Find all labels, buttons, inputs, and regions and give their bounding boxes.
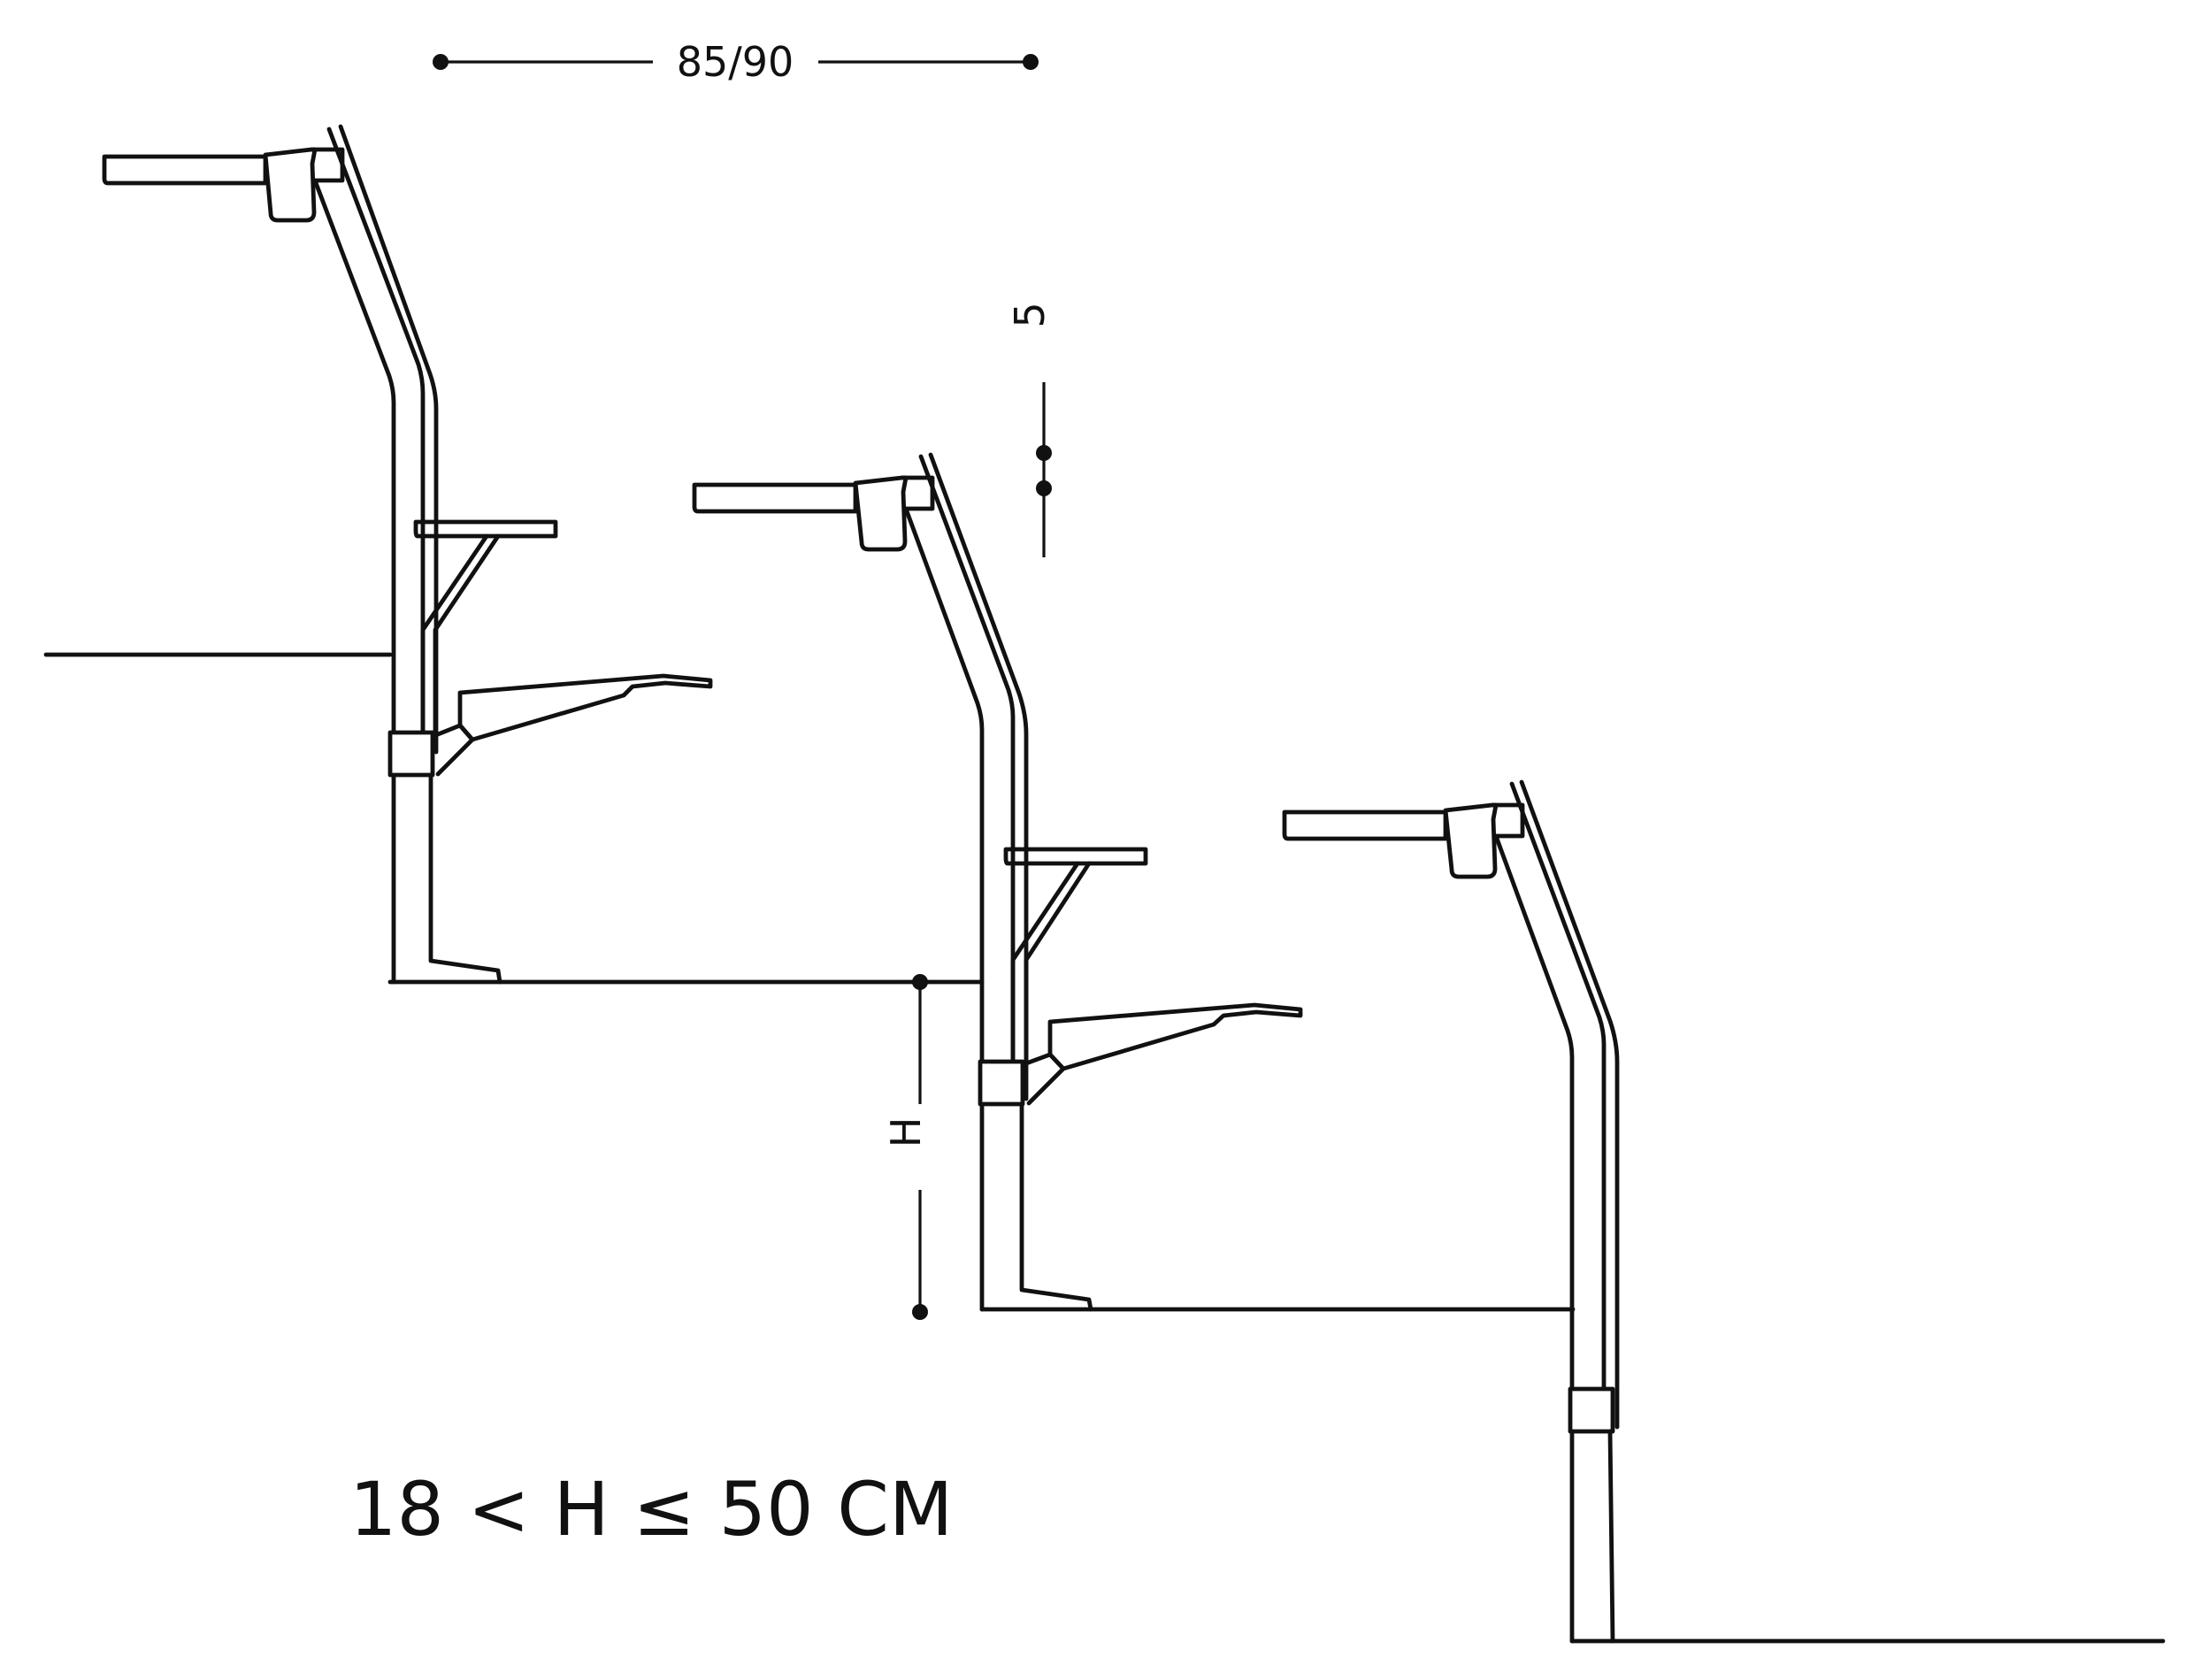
riser-endpoint-bottom <box>912 1304 928 1320</box>
dimension-endpoint-left <box>433 54 449 70</box>
headrest-bar <box>692 482 858 514</box>
riser-height-label: H <box>882 1117 930 1148</box>
vertical-offset-label: 5 <box>1006 302 1054 327</box>
backrest-inner-frame <box>326 127 426 746</box>
row-depth-label: 85/90 <box>677 38 794 86</box>
backrest-frame <box>1519 779 1620 1430</box>
riser-height-formula: 18 < H ≤ 50 CM <box>349 1466 953 1553</box>
frame-base-block <box>387 730 435 778</box>
frame-base-block <box>1568 1386 1615 1434</box>
headrest-cap <box>1490 802 1525 839</box>
riser-height-dimension: H <box>882 974 930 1320</box>
headrest-clamp <box>1443 802 1499 879</box>
frame-upright <box>903 506 985 1312</box>
armrest-strut-inner <box>433 533 501 737</box>
seat-pan <box>457 673 713 742</box>
backrest-frame <box>928 452 1029 1101</box>
offset-endpoint-bottom <box>1036 480 1052 496</box>
dimension-endpoint-right <box>1023 54 1039 70</box>
seat-row-2 <box>692 452 1303 1312</box>
step-foot <box>1607 1429 1615 1644</box>
armrest-top <box>413 519 558 539</box>
seat-row-3 <box>1282 779 1620 1644</box>
frame-upright <box>1493 833 1575 1644</box>
step-foot <box>1019 1101 1093 1312</box>
headrest-clamp <box>853 475 909 552</box>
step-foot <box>428 772 502 985</box>
armrest-strut <box>1010 861 1080 1066</box>
headrest-cap <box>900 475 935 511</box>
headrest-bar <box>1282 809 1448 841</box>
headrest-clamp <box>263 147 318 223</box>
vertical-offset-dimension: 5 <box>1006 302 1054 557</box>
headrest-cap <box>309 147 345 183</box>
seat-hinge <box>1024 1052 1066 1106</box>
armrest-strut-inner <box>1024 861 1092 1066</box>
armrest-strut <box>420 533 489 737</box>
seat-hinge <box>435 723 475 777</box>
armrest-top <box>1003 847 1148 866</box>
riser-endpoint-top <box>912 974 928 990</box>
frame-base-block <box>978 1059 1025 1107</box>
seat-row-1 <box>102 124 713 985</box>
headrest-bar <box>102 154 268 186</box>
seat-pan <box>1047 1002 1303 1071</box>
backrest-frame <box>338 124 439 755</box>
backrest-inner-frame <box>918 454 1016 1093</box>
backrest-inner-frame <box>1509 781 1607 1430</box>
row-depth-dimension: 85/90 <box>433 38 1039 86</box>
frame-upright <box>312 178 396 985</box>
offset-endpoint-top <box>1036 445 1052 461</box>
